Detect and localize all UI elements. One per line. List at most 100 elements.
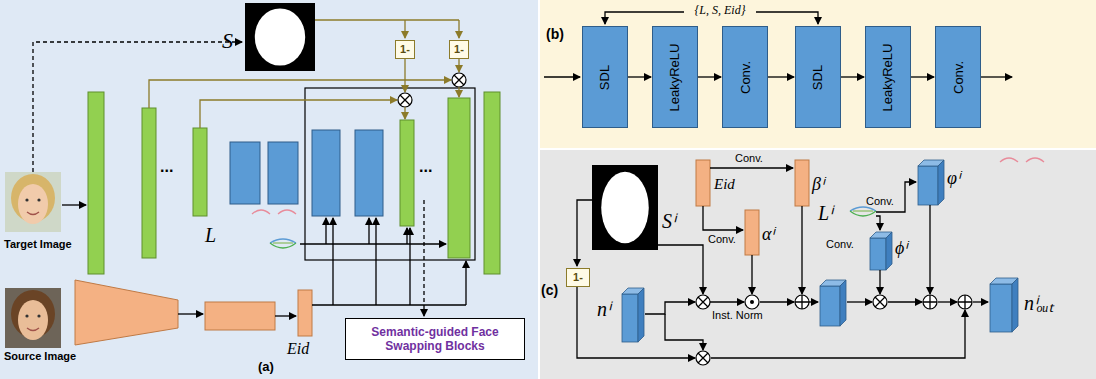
- add-symbol: [958, 295, 972, 309]
- module-box: Semantic-guided Face Swapping Blocks: [345, 318, 525, 360]
- panel-label: Source Image: [4, 350, 76, 363]
- dashed-arrow: [33, 42, 242, 172]
- skip-connection: [200, 100, 397, 128]
- photo-face: [18, 184, 48, 224]
- multiply-symbol: [698, 353, 708, 363]
- symbol-label: L: [205, 224, 216, 247]
- symbol-label: βⁱ: [812, 174, 824, 195]
- wire: [809, 301, 818, 302]
- wire: [178, 313, 203, 314]
- node-text: SDL: [810, 64, 825, 89]
- lip-shape: [850, 207, 876, 211]
- feature-block: [230, 142, 260, 204]
- panel-label: ...: [419, 158, 432, 176]
- landmark-wire: [300, 243, 440, 244]
- layer-box: Conv.: [935, 26, 981, 128]
- feature-block: [355, 130, 383, 216]
- feature-block: [268, 142, 298, 204]
- wire: [577, 200, 592, 266]
- operation-label: Conv.: [735, 152, 763, 165]
- lip-shape: [270, 239, 296, 243]
- landmark-wire: [325, 218, 326, 244]
- add-symbol: [923, 295, 937, 309]
- symbol-label: ϕⁱ: [895, 238, 907, 259]
- photo-eye: [37, 314, 40, 317]
- operator-circle: [873, 295, 887, 309]
- add-symbol: [795, 295, 809, 309]
- feature-cube-side: [638, 288, 644, 342]
- operation-label: Conv.: [826, 238, 854, 251]
- skip-connection: [149, 80, 451, 108]
- feature-cube-side: [886, 232, 892, 270]
- feature-bar: [88, 92, 104, 274]
- wire: [879, 270, 880, 294]
- layer-box: Conv.: [722, 26, 768, 128]
- operation-label: Conv.: [866, 195, 894, 208]
- eyebrow-shape: [252, 210, 270, 214]
- wire: [888, 301, 922, 302]
- operator-circle: [745, 295, 759, 309]
- skip-connection: [458, 87, 459, 97]
- mask-wire: [404, 57, 405, 92]
- wire: [658, 245, 703, 294]
- node-text: Conv.: [738, 61, 753, 94]
- feature-cube: [622, 294, 638, 342]
- panel-label: (b): [546, 26, 564, 42]
- mask-image: [592, 165, 658, 250]
- mask-wire: [315, 19, 459, 20]
- lip-shape: [273, 242, 293, 243]
- symbol-label: nⁱ: [597, 298, 610, 321]
- wire: [847, 301, 872, 302]
- lip-shape: [850, 211, 876, 216]
- landmark-wire: [368, 218, 369, 244]
- alpha-parameter: [745, 210, 759, 255]
- operator-circle: [398, 93, 412, 107]
- identity-encoder: [75, 280, 178, 345]
- wire: [711, 310, 965, 358]
- photo-mouth: [27, 328, 39, 331]
- feature-bar: [448, 98, 470, 258]
- feature-cube: [820, 286, 840, 326]
- block-group-frame: [305, 88, 475, 260]
- mask-image: [245, 3, 315, 71]
- identity-feature: [205, 302, 275, 330]
- symbol-label: Sⁱ: [662, 210, 675, 233]
- node-text: 1-: [454, 44, 464, 55]
- feature-cube: [870, 238, 886, 270]
- multiply-symbol: [400, 95, 410, 105]
- node-text: LeakyReLU: [881, 43, 896, 111]
- complement-box: 1-: [449, 40, 469, 59]
- photo-background: [5, 172, 61, 232]
- wire: [577, 287, 695, 358]
- identity-wire: [409, 228, 410, 305]
- layer-box: LeakyReLU: [652, 26, 698, 128]
- layer-box: SDL: [795, 26, 841, 128]
- mask-face-region: [255, 8, 305, 65]
- node-text: SDL: [597, 64, 612, 89]
- panel-label: ...: [160, 158, 173, 176]
- wire: [981, 76, 1012, 77]
- wire: [62, 204, 86, 205]
- wire: [710, 301, 744, 302]
- multiply-symbol: [698, 297, 708, 307]
- symbol-label: αⁱ: [762, 224, 774, 245]
- identity-wire: [312, 304, 466, 305]
- layer-box: SDL: [582, 26, 628, 128]
- feature-bar: [142, 108, 156, 258]
- panel-c-ground: [540, 150, 1096, 379]
- symbol-label: Eid: [287, 340, 309, 358]
- symbol-label: Lⁱ: [818, 202, 832, 225]
- feature-block: [312, 130, 340, 216]
- complement-box: 1-: [566, 268, 590, 287]
- connector: [768, 76, 794, 77]
- wire: [751, 255, 752, 294]
- panel-label: Target Image: [4, 238, 72, 251]
- photo-background: [5, 288, 61, 348]
- feature-bar: [400, 120, 414, 226]
- conv-wire: [876, 216, 880, 230]
- feature-bar: [193, 128, 207, 216]
- node-text: LeakyReLU: [668, 43, 683, 111]
